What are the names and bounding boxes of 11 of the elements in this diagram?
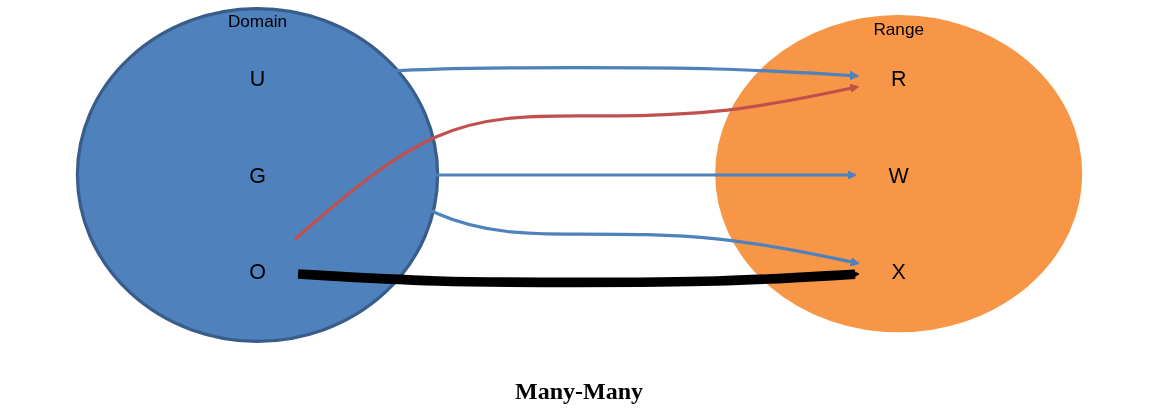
node-label: Domain <box>227 11 288 31</box>
arrow <box>297 269 860 288</box>
arrow <box>293 83 860 241</box>
node-text: R <box>890 66 907 91</box>
node-text: U <box>249 66 266 91</box>
node-label: Range <box>873 19 925 39</box>
node-text: O <box>249 259 266 284</box>
node-text: X <box>891 259 906 284</box>
caption-label: Many-Many <box>515 378 643 405</box>
node-text: W <box>888 163 909 187</box>
node-text: G <box>249 163 266 187</box>
